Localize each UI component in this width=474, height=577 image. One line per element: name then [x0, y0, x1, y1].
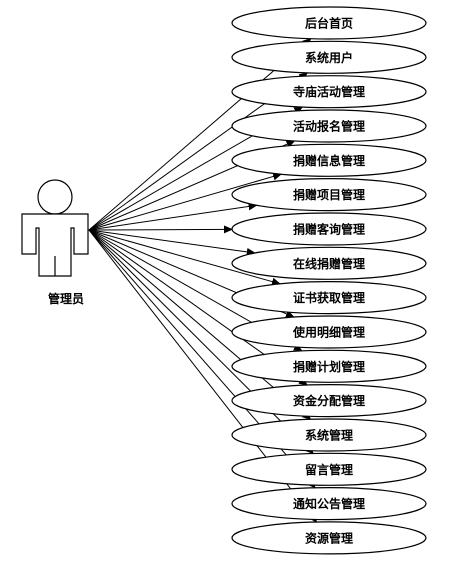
use-case: 在线捐赠管理: [231, 246, 427, 280]
use-case-ellipse: [231, 315, 427, 349]
use-case-label: 使用明细管理: [292, 325, 365, 340]
use-case: 捐赠客询管理: [231, 212, 427, 246]
use-case-label: 捐赠计划管理: [293, 359, 365, 374]
use-case: 活动报名管理: [231, 109, 427, 143]
use-case-label: 通知公告管理: [293, 496, 365, 511]
use-case-ellipse: [231, 178, 427, 212]
use-case-ellipse: [231, 521, 427, 555]
use-case-label: 证书获取管理: [293, 290, 365, 305]
use-case: 寺庙活动管理: [231, 75, 427, 109]
use-case: 资金分配管理: [231, 384, 427, 418]
use-case: 后台首页: [231, 6, 427, 40]
use-case: 使用明细管理: [231, 315, 427, 349]
actor: 管理员: [21, 179, 89, 306]
use-case-ellipse: [231, 487, 427, 521]
use-case-ellipse: [231, 212, 427, 246]
use-cases: 后台首页系统用户寺庙活动管理活动报名管理捐赠信息管理捐赠项目管理捐赠客询管理在线…: [231, 6, 427, 555]
use-case-label: 捐赠项目管理: [293, 187, 365, 202]
use-case-ellipse: [231, 109, 427, 143]
use-case-label: 捐赠客询管理: [293, 222, 365, 237]
association-line: [88, 172, 283, 231]
association-line: [88, 229, 314, 455]
use-case: 捐赠计划管理: [231, 349, 427, 383]
use-case-ellipse: [231, 281, 427, 315]
use-case-ellipse: [231, 349, 427, 383]
association-line: [88, 202, 258, 231]
use-case-label: 捐赠信息管理: [293, 153, 365, 168]
use-case-label: 在线捐赠管理: [293, 256, 365, 271]
use-case: 系统管理: [231, 418, 427, 452]
use-case: 系统用户: [231, 40, 427, 74]
association-line: [88, 229, 281, 286]
association-line: [88, 229, 256, 256]
association-line: [88, 225, 233, 234]
use-case: 捐赠项目管理: [231, 178, 427, 212]
use-case-label: 活动报名管理: [293, 119, 365, 134]
use-case-label: 寺庙活动管理: [293, 84, 365, 99]
use-case-label: 资金分配管理: [293, 393, 365, 408]
use-case-ellipse: [231, 418, 427, 452]
use-case: 资源管理: [231, 521, 427, 555]
use-case-ellipse: [231, 143, 427, 177]
use-case-label: 资源管理: [305, 530, 353, 545]
use-case-label: 后台首页: [305, 16, 353, 31]
use-case: 通知公告管理: [231, 487, 427, 521]
use-case-ellipse: [231, 452, 427, 486]
use-case-ellipse: [231, 75, 427, 109]
use-case: 留言管理: [231, 452, 427, 486]
person-icon: [21, 179, 89, 277]
actor-label: 管理员: [48, 291, 84, 306]
use-case-ellipse: [231, 384, 427, 418]
use-case-label: 系统用户: [305, 50, 353, 65]
use-case-ellipse: [231, 246, 427, 280]
use-case-label: 系统管理: [305, 428, 353, 443]
use-case: 证书获取管理: [231, 281, 427, 315]
use-case-ellipse: [231, 40, 427, 74]
use-case: 捐赠信息管理: [231, 143, 427, 177]
use-case-ellipse: [231, 6, 427, 40]
use-case-label: 留言管理: [305, 462, 353, 477]
